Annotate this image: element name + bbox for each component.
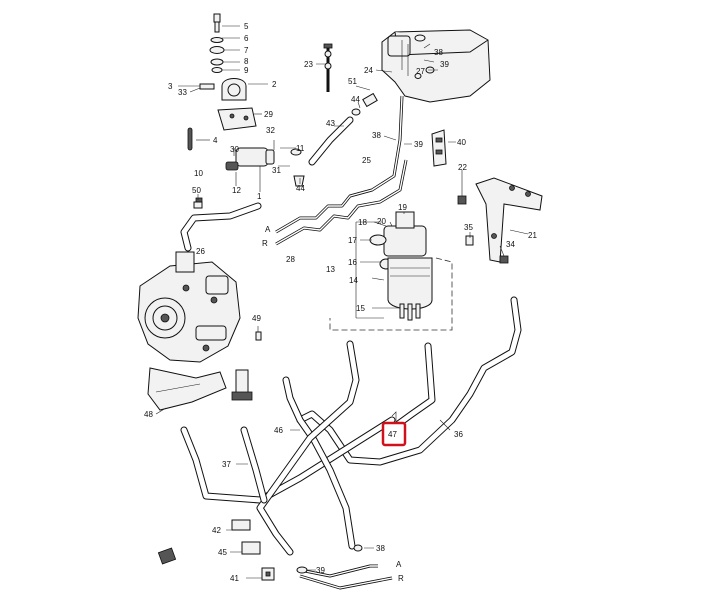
bottom-pipes <box>299 564 393 590</box>
pump-heat-shield <box>147 367 227 411</box>
leader-lines <box>155 25 529 579</box>
callout-17[interactable]: 17 <box>348 236 357 245</box>
callout-45[interactable]: 45 <box>218 548 227 557</box>
callout-27[interactable]: 27 <box>416 67 425 76</box>
pipe-23-clip <box>323 43 333 92</box>
callout-44a[interactable]: 44 <box>296 184 305 193</box>
hose-46 <box>282 376 356 550</box>
callout-4[interactable]: 4 <box>213 136 218 145</box>
callout-22[interactable]: 22 <box>458 163 467 172</box>
engine-mount-bracket <box>199 78 257 131</box>
callout-35[interactable]: 35 <box>464 223 473 232</box>
callout-44b[interactable]: 44 <box>351 95 360 104</box>
callout-6[interactable]: 6 <box>244 34 249 43</box>
callout-7[interactable]: 7 <box>244 46 249 55</box>
injection-pump <box>137 251 241 363</box>
pipe-25 <box>275 95 404 234</box>
callout-39a[interactable]: 39 <box>414 140 423 149</box>
callout-33[interactable]: 33 <box>178 88 187 97</box>
callout-11[interactable]: 11 <box>296 144 305 153</box>
callout-labels: 5 6 7 8 9 3 33 2 29 4 30 32 11 10 31 12 … <box>144 22 537 583</box>
clamp-40 <box>431 129 447 167</box>
callout-38a[interactable]: 38 <box>372 131 381 140</box>
mount-bolt-stack <box>209 13 225 73</box>
fuel-filter-assembly <box>369 211 433 321</box>
callout-29[interactable]: 29 <box>264 110 273 119</box>
callout-48[interactable]: 48 <box>144 410 153 419</box>
pipe-28 <box>275 159 408 246</box>
callout-19[interactable]: 19 <box>398 203 407 212</box>
callout-2[interactable]: 2 <box>272 80 277 89</box>
callout-16[interactable]: 16 <box>348 258 357 267</box>
callout-12[interactable]: 12 <box>232 186 241 195</box>
hose-43 <box>308 92 378 166</box>
callout-10[interactable]: 10 <box>194 169 203 178</box>
callout-38b[interactable]: 38 <box>434 48 443 57</box>
callout-47[interactable]: 47 <box>388 430 397 439</box>
callout-9[interactable]: 9 <box>244 66 249 75</box>
callout-13[interactable]: 13 <box>326 265 335 274</box>
callout-36[interactable]: 36 <box>454 430 463 439</box>
callout-34[interactable]: 34 <box>506 240 515 249</box>
hose-left-clip <box>240 426 268 504</box>
callout-40[interactable]: 40 <box>457 138 466 147</box>
hose-26 <box>180 202 262 252</box>
callout-32[interactable]: 32 <box>266 126 275 135</box>
callout-30[interactable]: 30 <box>230 145 239 154</box>
callout-46[interactable]: 46 <box>274 426 283 435</box>
fuel-pump-electric <box>187 127 305 205</box>
callout-43[interactable]: 43 <box>326 119 335 128</box>
callout-20[interactable]: 20 <box>377 217 386 226</box>
callout-24[interactable]: 24 <box>364 66 373 75</box>
callout-15[interactable]: 15 <box>356 304 365 313</box>
callout-50[interactable]: 50 <box>192 186 201 195</box>
callout-38c[interactable]: 38 <box>376 544 385 553</box>
callout-1[interactable]: 1 <box>257 192 262 201</box>
fuel-filter-bracket <box>475 177 543 263</box>
hose-36 <box>296 296 522 466</box>
marker-a-top: A <box>265 225 271 234</box>
marker-a-bottom: A <box>396 560 402 569</box>
callout-21[interactable]: 21 <box>528 231 537 240</box>
highlight-box-47 <box>381 421 407 447</box>
marker-r-bottom: R <box>398 574 404 583</box>
fitting-50 <box>193 201 203 209</box>
callout-49[interactable]: 49 <box>252 314 261 323</box>
fuel-tank <box>381 29 491 103</box>
callout-28[interactable]: 28 <box>286 255 295 264</box>
filter-group-frame <box>355 221 384 319</box>
callout-26[interactable]: 26 <box>196 247 205 256</box>
clip-49 <box>255 331 262 341</box>
callout-3[interactable]: 3 <box>168 82 173 91</box>
callout-25[interactable]: 25 <box>362 156 371 165</box>
callout-23[interactable]: 23 <box>304 60 313 69</box>
callout-37[interactable]: 37 <box>222 460 231 469</box>
callout-14[interactable]: 14 <box>349 276 358 285</box>
callout-5[interactable]: 5 <box>244 22 249 31</box>
hose-37 <box>180 416 396 504</box>
callout-42[interactable]: 42 <box>212 526 221 535</box>
hose-47 <box>256 340 360 556</box>
callout-41[interactable]: 41 <box>230 574 239 583</box>
filter-group-dash <box>329 257 453 331</box>
callout-18[interactable]: 18 <box>358 218 367 227</box>
callout-39c[interactable]: 39 <box>316 566 325 575</box>
callout-51[interactable]: 51 <box>348 77 357 86</box>
marker-r-top: R <box>262 239 268 248</box>
callout-8[interactable]: 8 <box>244 57 249 66</box>
callout-31[interactable]: 31 <box>272 166 281 175</box>
callout-39b[interactable]: 39 <box>440 60 449 69</box>
